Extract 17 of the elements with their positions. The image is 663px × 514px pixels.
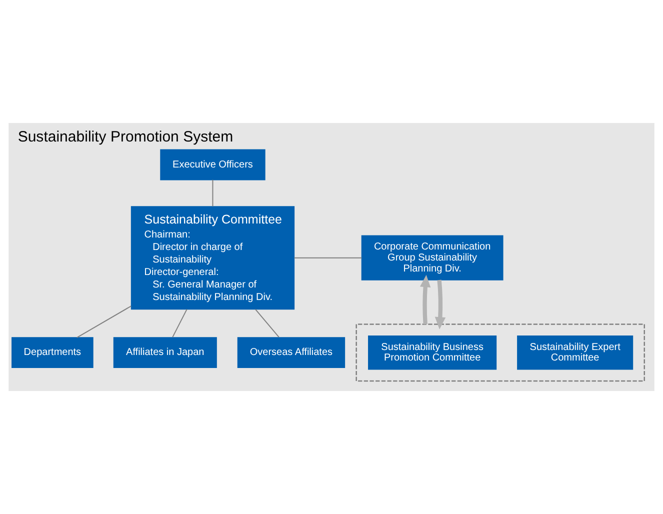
- node-box: Corporate Communication Group Sustainability Planning Div.: [361, 235, 504, 280]
- connector: [294, 257, 362, 258]
- node-box: Affiliates in Japan: [113, 337, 217, 368]
- node-box: Sustainability Committee Chairman: Director in charge of Sustainability Director-general: Sr. General Manager of Sustainability Planning Div.: [130, 206, 295, 310]
- connector: [76, 306, 132, 338]
- arrow: [434, 280, 446, 330]
- node-box: Sustainability Business Promotion Committee: [368, 335, 497, 370]
- diagram-title: Sustainability Promotion System: [18, 128, 234, 146]
- node-box: Departments: [12, 337, 94, 368]
- connector: [254, 308, 280, 338]
- node-box: Executive Officers: [160, 149, 266, 180]
- node-box: Overseas Affiliates: [237, 337, 346, 368]
- node-box: Sustainability Expert Committee: [517, 335, 634, 370]
- connector: [172, 308, 188, 338]
- connector: [212, 179, 214, 207]
- arrow: [420, 274, 431, 324]
- cluster: [356, 324, 645, 382]
